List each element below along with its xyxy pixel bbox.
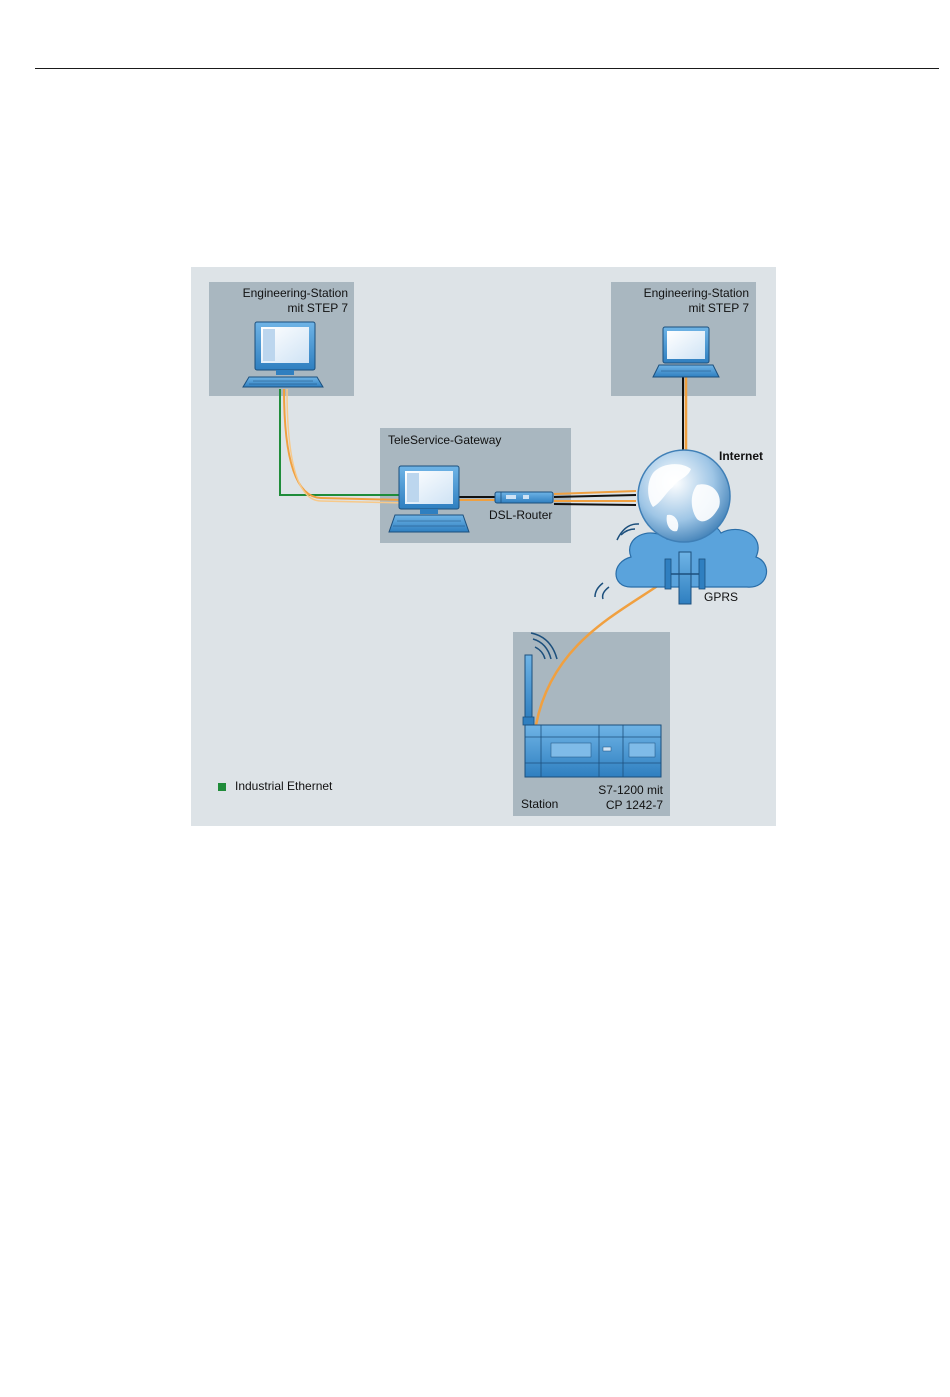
dsl-router-icon bbox=[495, 492, 553, 503]
gprs-label: GPRS bbox=[704, 590, 738, 605]
engineering-station-left-line1: Engineering-Station bbox=[243, 286, 348, 301]
plc-label-line2: CP 1242-7 bbox=[598, 798, 663, 813]
station-label: Station bbox=[521, 797, 558, 812]
laptop-engineering-right-icon bbox=[653, 327, 719, 377]
pc-gateway-icon bbox=[389, 466, 469, 532]
legend-swatch-industrial-ethernet bbox=[218, 783, 226, 791]
engineering-station-right-line2: mit STEP 7 bbox=[644, 301, 749, 316]
internet-globe-icon bbox=[638, 450, 730, 542]
internet-label: Internet bbox=[719, 449, 763, 464]
network-diagram: Engineering-Station mit STEP 7 Engineeri… bbox=[191, 267, 776, 826]
plc-s7-1200-icon bbox=[525, 725, 661, 777]
header-rule bbox=[35, 68, 939, 69]
station-antenna-icon bbox=[523, 655, 534, 725]
plc-label: S7-1200 mit CP 1242-7 bbox=[598, 783, 663, 813]
legend-label-industrial-ethernet: Industrial Ethernet bbox=[235, 779, 332, 794]
engineering-station-right-line1: Engineering-Station bbox=[644, 286, 749, 301]
engineering-station-right-label: Engineering-Station mit STEP 7 bbox=[644, 286, 749, 316]
plc-label-line1: S7-1200 mit bbox=[598, 783, 663, 798]
engineering-station-left-label: Engineering-Station mit STEP 7 bbox=[243, 286, 348, 316]
gateway-title: TeleService-Gateway bbox=[388, 433, 501, 448]
pc-engineering-left-icon bbox=[243, 322, 323, 387]
router-label: DSL-Router bbox=[489, 508, 552, 523]
engineering-station-left-line2: mit STEP 7 bbox=[243, 301, 348, 316]
diagram-canvas bbox=[191, 267, 776, 826]
